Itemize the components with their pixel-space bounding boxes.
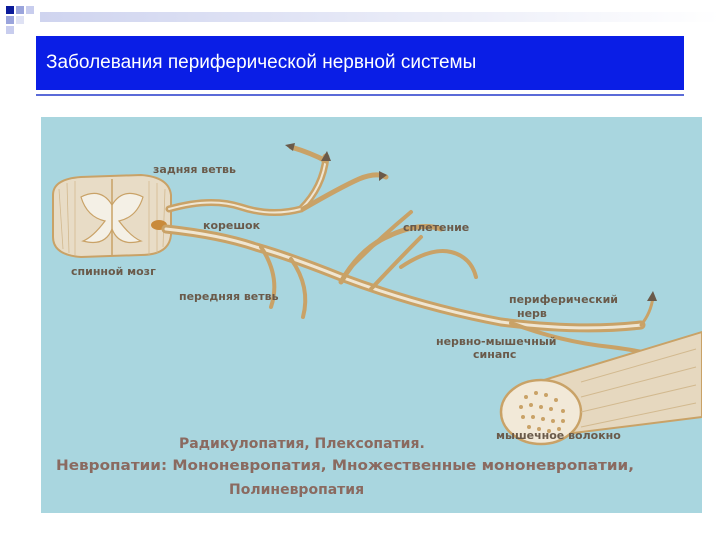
corner-square xyxy=(6,6,14,14)
nerve-paths xyxy=(161,144,658,357)
label-synapse-1: нервно-мышечный xyxy=(436,335,557,348)
label-spinal-cord: спинной мозг xyxy=(71,265,156,278)
label-posterior-branch: задняя ветвь xyxy=(153,163,236,176)
nerve-diagram: задняя ветвь корешок сплетение спинной м… xyxy=(52,143,702,498)
nerve-diagram-photo: задняя ветвь корешок сплетение спинной м… xyxy=(41,117,702,513)
corner-square xyxy=(26,6,34,14)
corner-square xyxy=(40,12,720,22)
corner-square xyxy=(16,16,24,24)
caption-line-2: Невропатии: Мононевропатия, Множественны… xyxy=(56,458,634,474)
label-anterior-branch: передняя ветвь xyxy=(179,290,279,303)
corner-square xyxy=(16,6,24,14)
spinal-cord-shape xyxy=(52,173,172,259)
label-peripheral-nerve-1: периферический xyxy=(509,293,618,306)
label-plexus: сплетение xyxy=(403,221,469,234)
caption-line-3: Полиневропатия xyxy=(229,482,364,498)
title-bar: Заболевания периферической нервной систе… xyxy=(36,36,684,90)
title-underline xyxy=(36,94,684,96)
corner-square xyxy=(6,16,14,24)
slide-title: Заболевания периферической нервной систе… xyxy=(46,52,477,73)
corner-square xyxy=(6,26,14,34)
label-muscle-fiber: мышечное волокно xyxy=(496,429,621,442)
arrow-tips xyxy=(285,143,657,301)
label-root: корешок xyxy=(203,219,261,232)
caption-line-1: Радикулопатия, Плексопатия. xyxy=(179,436,425,452)
label-peripheral-nerve-2: нерв xyxy=(517,307,547,320)
label-synapse-2: синапс xyxy=(473,348,516,361)
muscle-fiber-shape xyxy=(499,330,702,446)
